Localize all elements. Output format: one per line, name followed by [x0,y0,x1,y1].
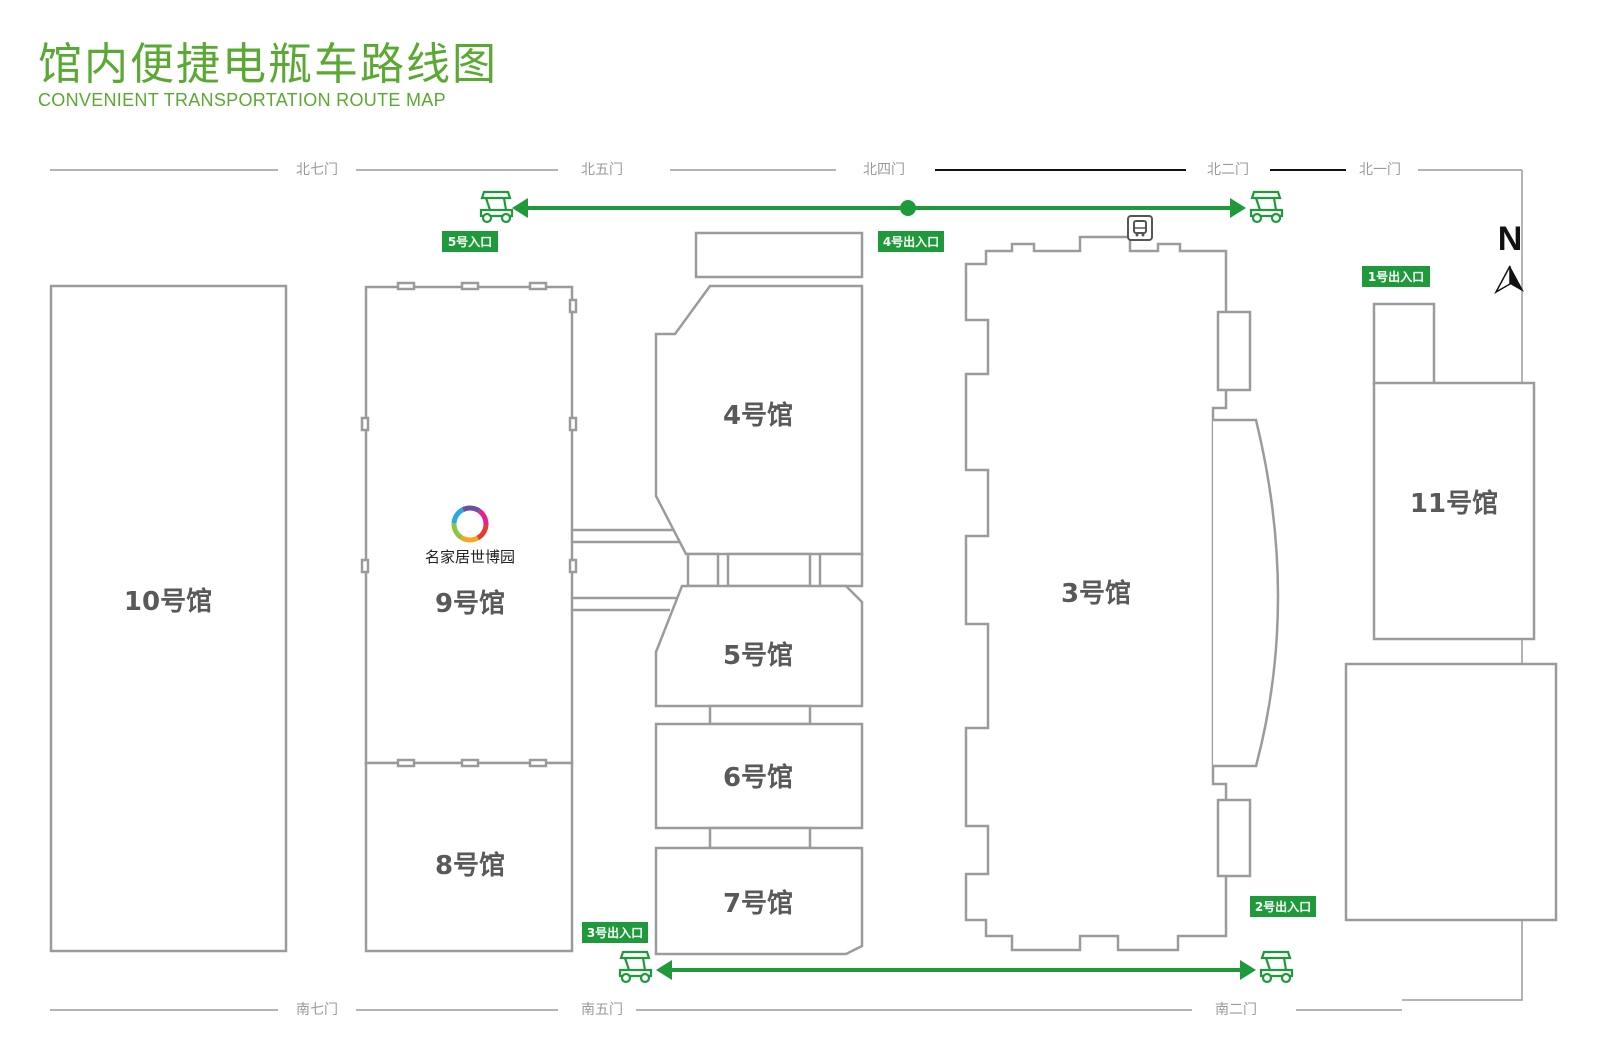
hall-7 [654,846,864,956]
hall-9 [364,285,574,765]
gate-north-4: 北四门 [863,162,905,178]
map-title: 馆内便捷电瓶车路线图 [38,39,498,90]
gate-north-5: 北五门 [581,162,623,178]
hall-4-label: 4号馆 [723,400,793,431]
route-stop-dot [900,200,916,216]
north-arrow-icon [1494,265,1524,294]
connector-block [818,552,864,588]
rainbow-ring-logo-icon [451,505,489,543]
hall-8 [364,761,574,953]
hall-3-annex [1216,798,1252,878]
entrance-2-badge: 2号出入口 [1250,896,1316,917]
connector-block [708,826,812,850]
hall-3-annex [1216,310,1252,392]
hall-3-label: 3号馆 [1061,578,1131,609]
golf-cart-icon [618,950,653,984]
gate-north-2: 北二门 [1207,162,1249,178]
hall-11-label: 11号馆 [1410,488,1498,519]
gate-south-2: 南二门 [1215,1002,1257,1018]
compass-label: N [1498,220,1523,258]
gate-north-7: 北七门 [296,162,338,178]
hall-7-label: 7号馆 [723,888,793,919]
gate-north-1: 北一门 [1359,162,1401,178]
entrance-4-label: 4号出入口 [883,234,939,249]
hall-3 [964,235,1228,952]
entrance-1-label: 1号出入口 [1368,269,1424,284]
unlabeled-building [1344,662,1558,922]
hall-5 [654,584,864,708]
hall-6-label: 6号馆 [723,762,793,793]
entrance-1-badge: 1号出入口 [1362,266,1430,287]
hall-11-tower [1372,302,1436,386]
connector-block [686,552,720,588]
entrance-3-badge: 3号出入口 [582,922,648,943]
gate-south-7: 南七门 [296,1002,338,1018]
entrance-5-badge: 5号入口 [442,231,498,252]
bus-stop-icon [1127,215,1153,241]
hall-3-curved-facade [1213,418,1280,768]
golf-cart-icon [1249,190,1284,224]
south-route [656,960,1256,980]
map-subtitle: CONVENIENT TRANSPORTATION ROUTE MAP [38,90,446,110]
north-route [512,198,1246,218]
annex-building [694,231,864,279]
hall-5-label: 5号馆 [723,640,793,671]
hall-10-label: 10号馆 [124,586,212,617]
entrance-4-badge: 4号出入口 [878,231,944,252]
golf-cart-icon [1259,950,1294,984]
hall-10 [49,284,288,953]
hall-11 [1372,381,1536,641]
entrance-2-label: 2号出入口 [1255,899,1311,914]
hall-9-label: 9号馆 [435,588,505,619]
connector-block [726,552,812,588]
entrance-3-label: 3号出入口 [587,925,643,940]
logo-text: 名家居世博园 [425,548,515,566]
hall-8-label: 8号馆 [435,850,505,881]
hall-4 [654,284,864,556]
golf-cart-icon [479,190,514,224]
hall-6 [654,722,864,830]
bridge-connectors [572,528,682,612]
gate-south-5: 南五门 [581,1002,623,1018]
entrance-5-label: 5号入口 [448,234,492,249]
connector-block [708,704,812,726]
